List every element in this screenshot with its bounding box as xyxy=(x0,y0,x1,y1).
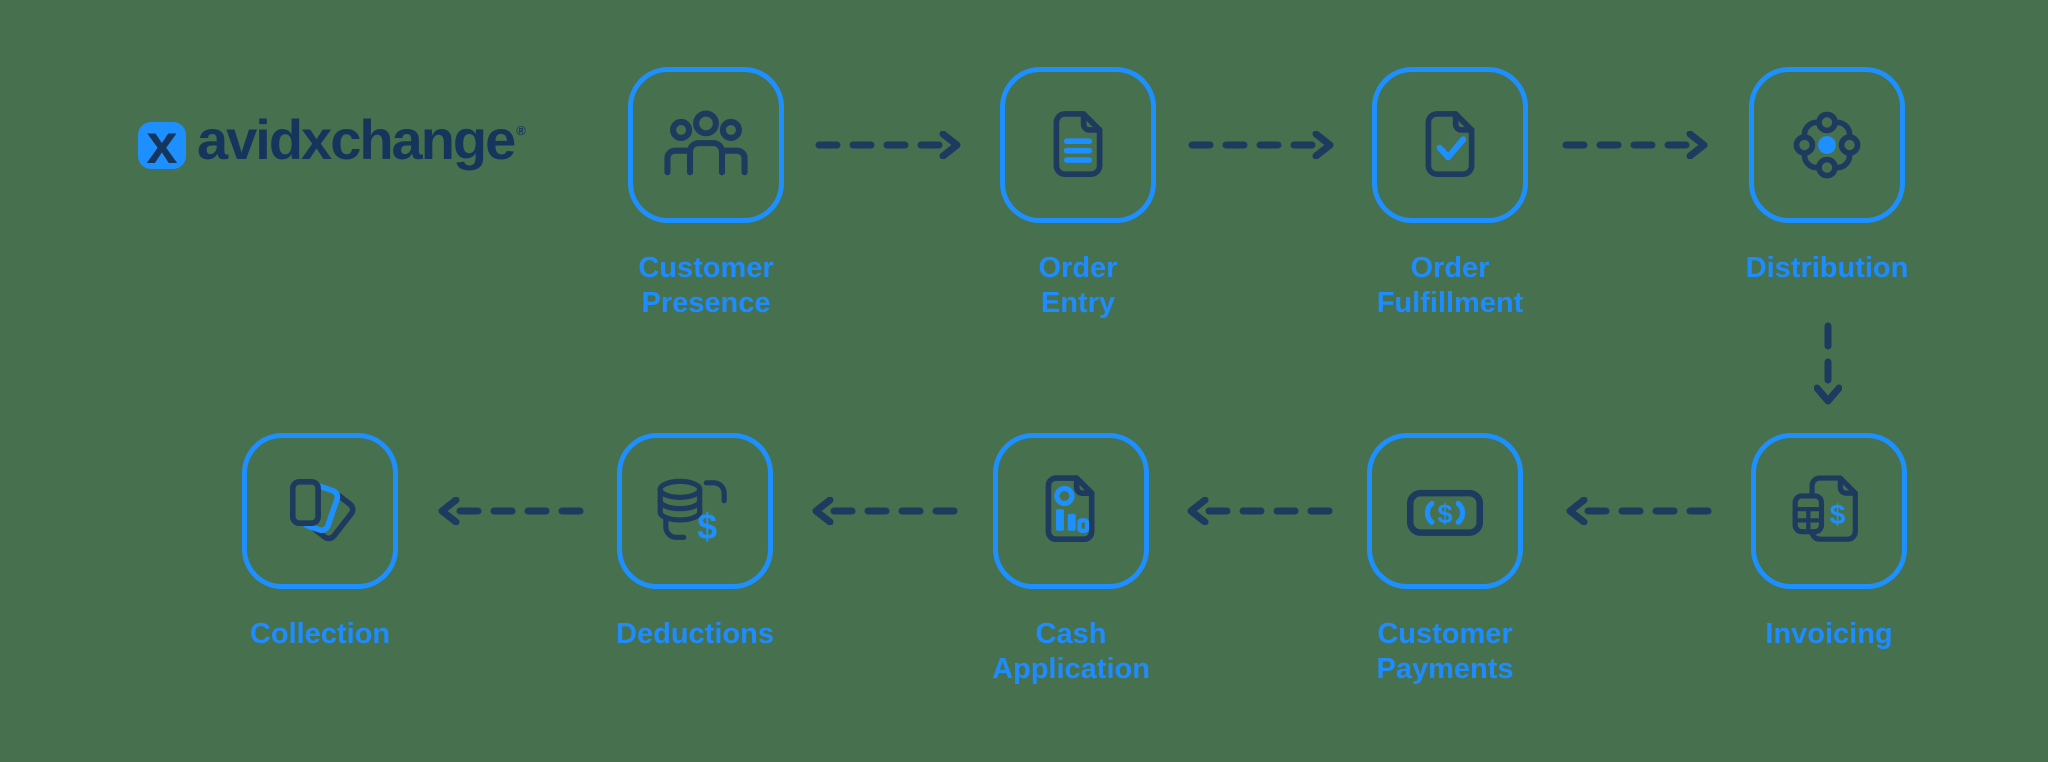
label-line: Fulfillment xyxy=(1376,287,1524,319)
invoicing-label: Invoicing xyxy=(1765,617,1892,652)
stacked-cards-icon xyxy=(289,479,356,542)
svg-text:$: $ xyxy=(1830,498,1846,530)
registered-mark: ® xyxy=(516,123,526,138)
customer-presence-label: Customer Presence xyxy=(638,251,773,321)
coins-dollar-icon: $ xyxy=(657,478,727,547)
node-order-fulfillment: Order Fulfillment xyxy=(1372,67,1528,321)
dashed-arrow-right-icon xyxy=(1562,130,1714,160)
distribution-label: Distribution xyxy=(1746,251,1909,286)
node-customer-presence: Customer Presence xyxy=(628,67,784,321)
people-group-icon xyxy=(664,110,748,176)
node-distribution: Distribution xyxy=(1746,67,1908,286)
order-fulfillment-box xyxy=(1372,67,1528,223)
chart-document-icon xyxy=(1045,475,1095,543)
deductions-label: Deductions xyxy=(616,617,774,652)
label-line: Customer xyxy=(638,252,774,284)
dashed-arrow-right-icon xyxy=(815,130,967,160)
collection-box xyxy=(242,433,398,589)
dashed-arrow-left-icon xyxy=(1181,496,1333,526)
dashed-arrow-left-icon xyxy=(1560,496,1712,526)
banknote-dollar-icon: $ xyxy=(1406,489,1484,536)
network-nodes-icon xyxy=(1793,111,1861,179)
order-entry-label: Order Entry xyxy=(1039,251,1118,321)
label-line: Customer xyxy=(1377,618,1513,650)
label-line: Payments xyxy=(1376,653,1514,685)
order-entry-box xyxy=(1000,67,1156,223)
collection-label: Collection xyxy=(250,617,390,652)
cash-application-label: Cash Application xyxy=(992,617,1150,687)
logo-brand-text: avidxchange® xyxy=(197,112,526,168)
avidxchange-logo: x avidxchange® xyxy=(138,112,526,171)
label-line: Deductions xyxy=(616,618,774,650)
document-lines-icon xyxy=(1053,111,1103,177)
node-cash-application: Cash Application xyxy=(992,433,1150,687)
customer-payments-box: $ xyxy=(1367,433,1523,589)
svg-text:$: $ xyxy=(697,507,717,547)
dashed-arrow-down-icon xyxy=(1813,322,1843,414)
dashed-arrow-left-icon xyxy=(806,496,958,526)
logo-brand: avidxchange xyxy=(197,108,516,171)
customer-payments-label: Customer Payments xyxy=(1376,617,1513,687)
invoicing-box: $ xyxy=(1751,433,1907,589)
order-fulfillment-label: Order Fulfillment xyxy=(1377,251,1524,321)
node-invoicing: $ Invoicing xyxy=(1751,433,1907,652)
label-line: Cash xyxy=(1035,618,1107,650)
label-line: Application xyxy=(992,653,1150,685)
label-line: Invoicing xyxy=(1765,618,1893,650)
deductions-box: $ xyxy=(617,433,773,589)
label-line: Presence xyxy=(641,287,771,319)
node-collection: Collection xyxy=(242,433,398,652)
label-line: Order xyxy=(1038,252,1118,284)
svg-text:$: $ xyxy=(1437,498,1452,529)
document-check-icon xyxy=(1425,111,1475,177)
label-line: Order xyxy=(1410,252,1490,284)
avidxchange-x-icon: x xyxy=(138,115,186,171)
cash-application-box xyxy=(993,433,1149,589)
distribution-box xyxy=(1749,67,1905,223)
label-line: Distribution xyxy=(1745,252,1909,284)
customer-presence-box xyxy=(628,67,784,223)
dashed-arrow-right-icon xyxy=(1188,130,1340,160)
invoice-calculator-icon: $ xyxy=(1792,475,1858,542)
node-deductions: $ Deductions xyxy=(616,433,774,652)
label-line: Entry xyxy=(1040,287,1116,319)
label-line: Collection xyxy=(249,618,391,650)
node-customer-payments: $ Customer Payments xyxy=(1367,433,1523,687)
node-order-entry: Order Entry xyxy=(1000,67,1156,321)
dashed-arrow-left-icon xyxy=(432,496,584,526)
